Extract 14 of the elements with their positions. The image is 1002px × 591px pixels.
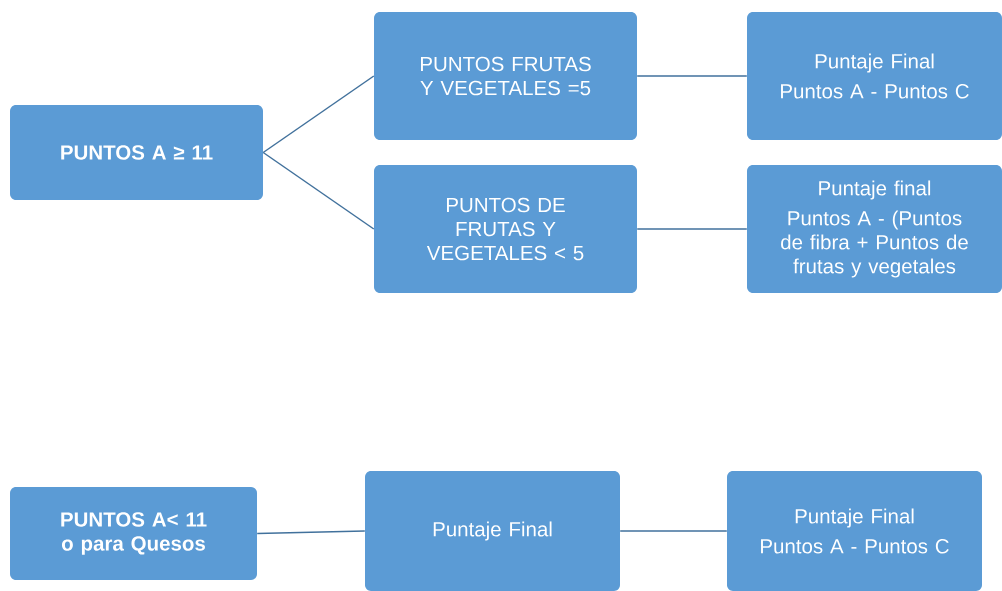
process-box: PUNTOS DE FRUTAS Y VEGETALES < 5 (374, 165, 637, 293)
process-box: PUNTOS A< 11 o para Quesos (10, 487, 257, 580)
process-box: Puntaje Final (365, 471, 620, 591)
process-box: PUNTOS FRUTAS Y VEGETALES =5 (374, 12, 637, 140)
connector-line (262, 151, 375, 230)
connector-line (619, 530, 728, 532)
connector-line (636, 228, 748, 230)
process-box: PUNTOS A ≥ 11 (10, 105, 263, 200)
connector-line (636, 75, 748, 77)
process-box: Puntaje Final Puntos A - Puntos C (747, 12, 1002, 140)
process-box: Puntaje final Puntos A - (Puntos de fibra + Puntos de frutas y vegetales (747, 165, 1002, 293)
connector-line (262, 75, 375, 154)
process-box: Puntaje Final Puntos A - Puntos C (727, 471, 982, 591)
connector-line (256, 530, 366, 535)
